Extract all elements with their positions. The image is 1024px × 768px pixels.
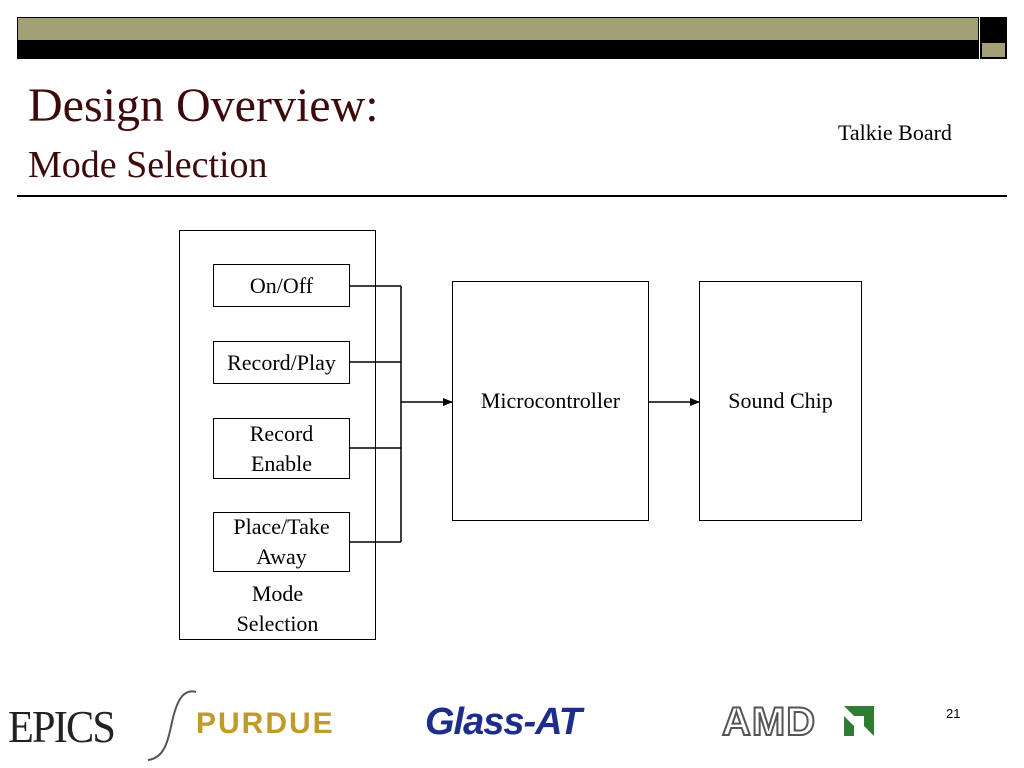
header-corner-square-top [980,17,1007,41]
input-label-on-off: On/Off [249,272,314,298]
header-corner-square-bottom [980,41,1007,59]
integral-swoosh-icon [147,690,197,761]
input-box-place-take-away: Place/Take Away [213,512,350,572]
amd-logo: AMD [721,699,817,745]
header-black-bar [17,41,979,59]
glass-at-logo: Glass-AT [425,701,582,743]
header-olive-bar [17,17,979,41]
sound-chip-block: Sound Chip [699,281,862,521]
page-number: 21 [946,706,961,721]
input-label-record-play: Record/Play [227,349,336,375]
microcontroller-block: Microcontroller [452,281,649,521]
input-box-on-off: On/Off [213,264,350,307]
slide-title: Design Overview: [28,79,379,132]
input-box-record-enable: Record Enable [213,418,350,479]
mode-selection-label-line1: Mode [251,581,304,606]
input-label-place-take-away-line2: Away [256,544,307,569]
input-box-record-play: Record/Play [213,341,350,384]
input-label-record-enable-line1: Record [249,420,314,446]
amd-arrow-icon [844,706,874,736]
microcontroller-label: Microcontroller [480,388,621,413]
input-label-record-enable-line2: Enable [250,450,313,476]
mode-selection-label: Mode Selection [180,579,375,639]
purdue-logo: PURDUE [196,707,335,740]
slide-subtitle: Mode Selection [28,144,268,186]
mode-selection-label-line2: Selection [236,611,319,636]
epics-logo: EPICS [8,701,116,752]
input-label-place-take-away-line1: Place/Take [233,514,330,539]
sound-chip-label: Sound Chip [728,388,833,413]
title-divider [17,195,1007,197]
corner-label: Talkie Board [838,120,952,145]
